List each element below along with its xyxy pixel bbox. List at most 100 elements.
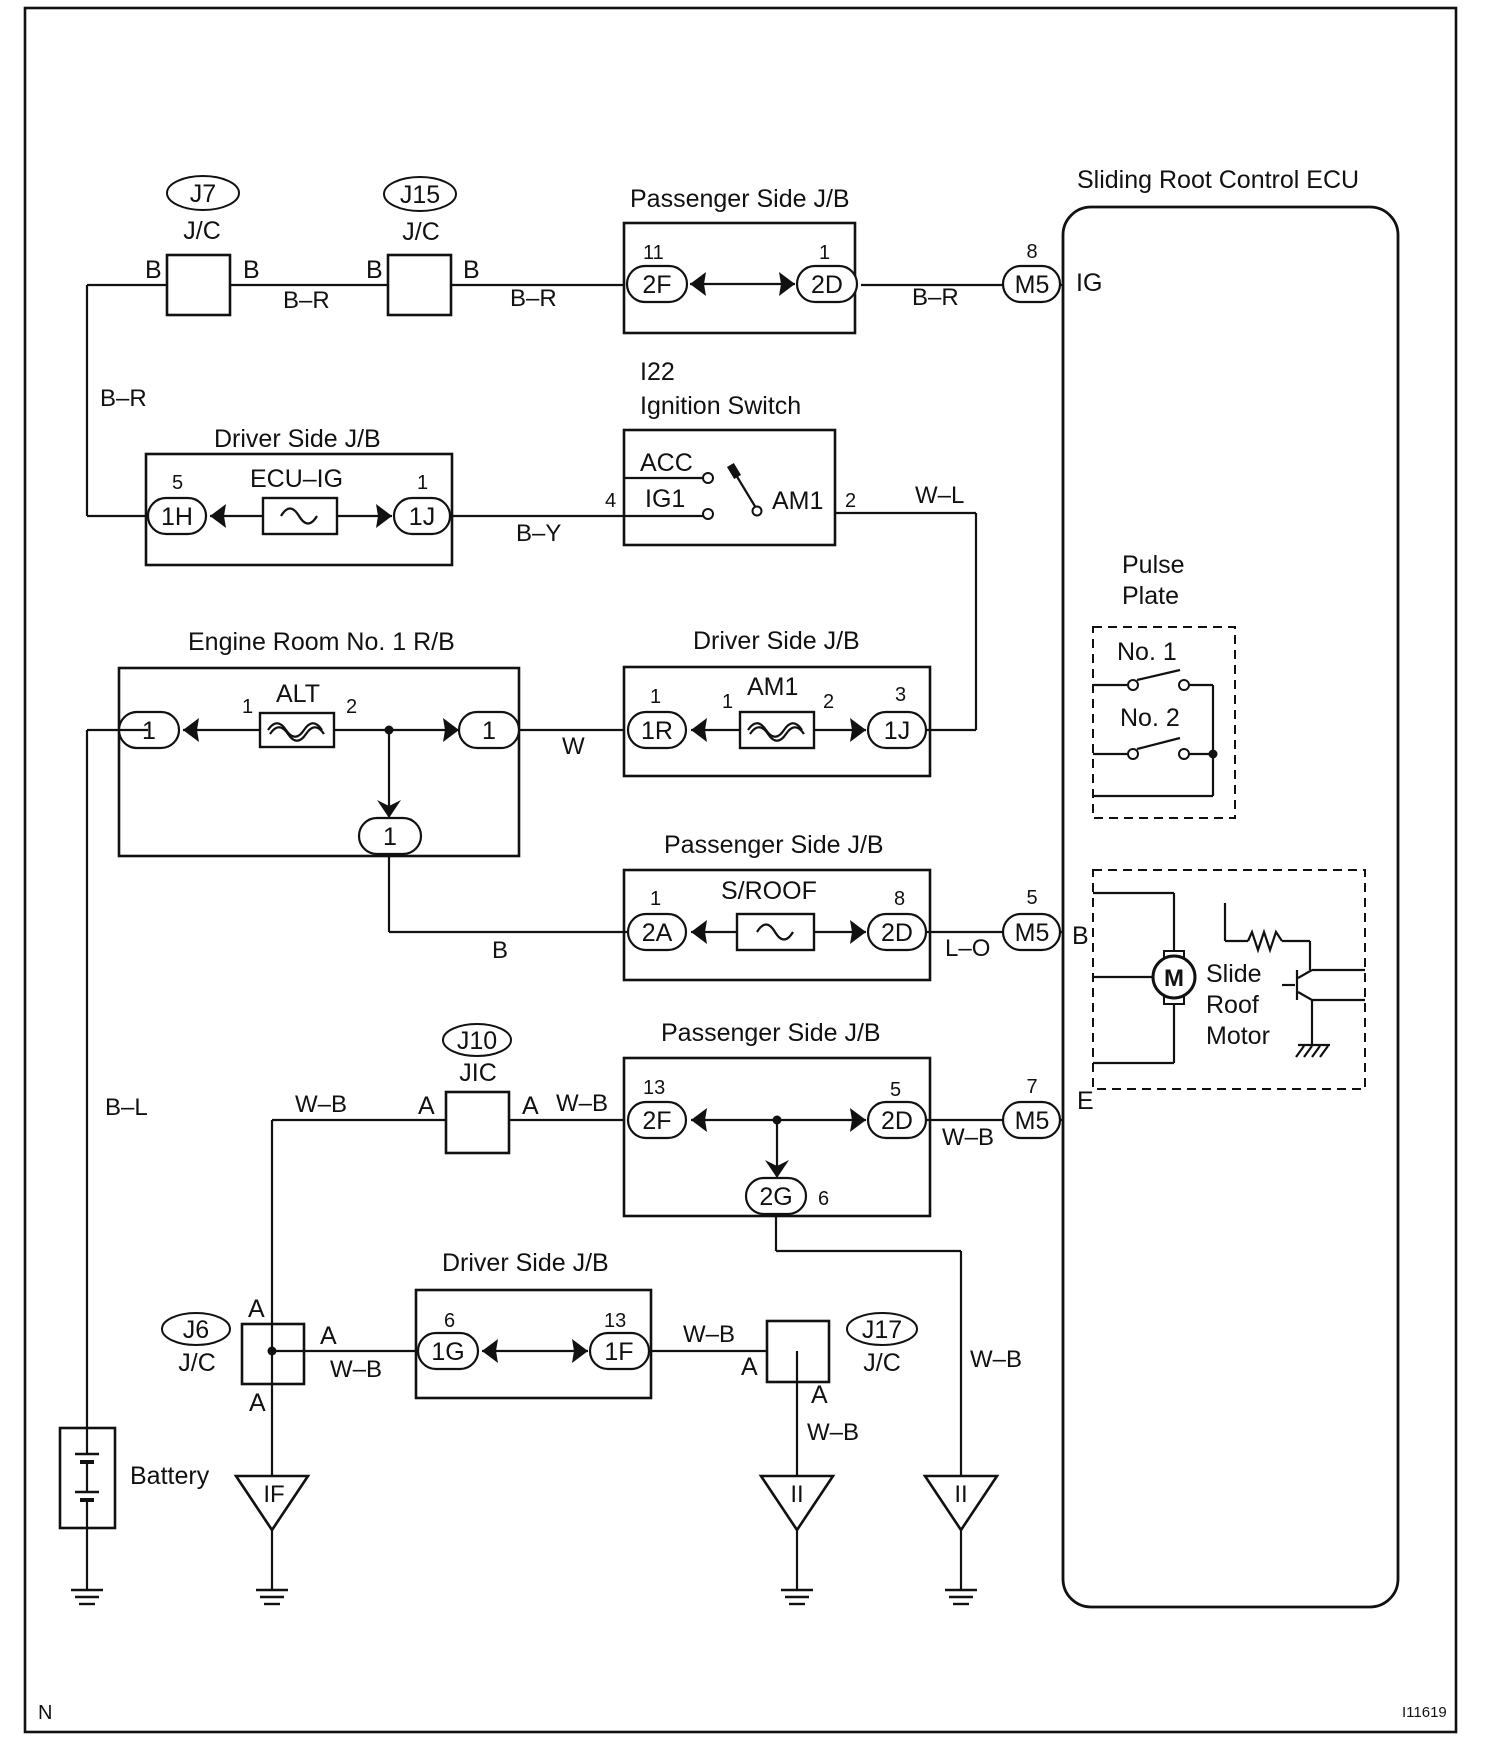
psjb2-pin-8: 8	[894, 888, 905, 910]
battery-symbol	[75, 1428, 99, 1528]
ground-if-triangle	[233, 1474, 311, 1533]
wire-wb-4: W–B	[970, 1346, 1022, 1373]
m5-e-label: M5	[1015, 1107, 1050, 1135]
dsjb3-pin-6: 6	[444, 1310, 455, 1332]
j10-term-a-right: A	[522, 1092, 539, 1120]
errb-title: Engine Room No. 1 R/B	[188, 628, 455, 656]
j10-term-a-left: A	[418, 1092, 435, 1120]
j15-term-b-left: B	[366, 256, 383, 284]
wire-wl: W–L	[915, 482, 964, 509]
psjb3-2g-label: 2G	[759, 1183, 792, 1211]
j15-junction	[386, 253, 453, 317]
ground-symbols	[71, 1530, 977, 1606]
pulse-no2-label: No. 2	[1120, 704, 1180, 732]
j6-term-a-bottom: A	[249, 1389, 266, 1417]
psjb1-arrow-left	[690, 272, 706, 296]
j7-term-b-left: B	[145, 256, 162, 284]
psjb2-2d-label: 2D	[881, 919, 913, 947]
motor-label-line1: Slide	[1206, 960, 1262, 988]
j6-term-a-right: A	[320, 1322, 337, 1350]
wire-br-1: B–R	[283, 287, 330, 314]
dsjb1-1j-label: 1J	[409, 503, 435, 531]
motor-symbol	[1151, 954, 1197, 1000]
errb-pin-2: 2	[346, 696, 357, 718]
ign-acc-label: ACC	[640, 449, 693, 477]
errb-box	[117, 666, 521, 858]
battery-label: Battery	[130, 1462, 210, 1490]
m5-connector-e	[1001, 1100, 1062, 1140]
ignition-switch-box	[622, 428, 837, 547]
wire-wb-2: W–B	[556, 1090, 608, 1117]
motor-circuit	[1093, 891, 1365, 1065]
ign-pin-2: 2	[845, 490, 856, 512]
fuse-am1	[738, 710, 816, 750]
dsjb1-arrow-left	[210, 504, 226, 528]
corner-code-right: I11619	[1402, 1704, 1447, 1721]
psjb3-pin-5: 5	[890, 1079, 901, 1101]
errb-arrow-right	[443, 718, 459, 742]
dsjb3-arrow-right	[572, 1339, 588, 1363]
psjb3-pin-6: 6	[818, 1188, 829, 1210]
wire-bl: B–L	[105, 1094, 148, 1121]
dsjb3-pin-13: 13	[604, 1310, 626, 1332]
psjb1-connector-2f	[625, 264, 689, 304]
j10-label: J10	[457, 1027, 497, 1055]
ground-ii-triangle-2	[922, 1474, 1000, 1533]
dsjb3-connector-1g	[416, 1331, 480, 1371]
wire-b: B	[492, 937, 508, 964]
wire-w: W	[562, 733, 585, 760]
psjb3-pin-13: 13	[643, 1077, 665, 1099]
ecu-terminal-ig: IG	[1076, 269, 1102, 297]
j10-callout	[442, 1023, 512, 1057]
dsjb2-arrow-right	[850, 718, 866, 742]
wires-row1	[85, 283, 1063, 518]
dsjb2-pin-2: 2	[823, 691, 834, 713]
wire-wb-5: W–B	[330, 1356, 382, 1383]
ignition-switch-number: I22	[640, 358, 675, 386]
motor-label-line3: Motor	[1206, 1022, 1270, 1050]
psjb3-2f-label: 2F	[642, 1107, 671, 1135]
psjb1-arrow-right	[779, 272, 795, 296]
j15-jc-label: J/C	[402, 218, 440, 246]
ground-ii-label-1: II	[790, 1481, 803, 1508]
j6-term-a-top: A	[248, 1295, 265, 1323]
ignition-contacts	[624, 462, 763, 520]
j10-jc-label: JIC	[459, 1059, 497, 1087]
motor-box	[1092, 869, 1366, 1090]
j17-term-a-bottom: A	[811, 1381, 828, 1409]
j15-label: J15	[400, 181, 440, 209]
dsjb2-arrow-left	[691, 718, 707, 742]
dsjb-title-1: Driver Side J/B	[214, 425, 381, 453]
ground-if-label: IF	[263, 1481, 284, 1508]
m5-pin-8: 8	[1026, 241, 1037, 263]
j17-callout	[846, 1312, 918, 1346]
psjb1-pin-11: 11	[643, 242, 664, 264]
fuse-alt-label: ALT	[276, 680, 320, 708]
pulse-no1-label: No. 1	[1117, 638, 1177, 666]
dsjb1-pin-5: 5	[172, 472, 183, 494]
j7-label: J7	[190, 180, 216, 208]
dsjb3-1f-label: 1F	[604, 1338, 633, 1366]
psjb1-connector-2d	[795, 264, 859, 304]
ign-pin-4: 4	[605, 490, 616, 512]
dsjb1-connector-1h	[146, 496, 208, 536]
psjb2-pin-1: 1	[650, 888, 661, 910]
corner-code-left: N	[38, 1702, 52, 1724]
j10-junction	[444, 1090, 511, 1155]
errb-conn-left-label: 1	[142, 717, 156, 745]
wire-br-4: B–R	[100, 385, 147, 412]
j15-callout	[383, 176, 457, 212]
ecu-terminal-b: B	[1072, 922, 1089, 950]
m5-connector-b	[1001, 912, 1062, 952]
dsjb2-pin-1a: 1	[650, 686, 661, 708]
pulse-plate-box	[1092, 626, 1236, 819]
j7-jc-label: J/C	[183, 217, 221, 245]
j7-callout	[166, 175, 240, 211]
errb-arrow-left	[183, 718, 199, 742]
m5-ig-label: M5	[1015, 271, 1050, 299]
ground-ii-label-2: II	[954, 1481, 967, 1508]
fuse-ecu-ig-label: ECU–IG	[250, 465, 343, 493]
dsjb-title-3: Driver Side J/B	[442, 1249, 609, 1277]
ground-ii-triangle-1	[758, 1474, 836, 1533]
page-frame	[23, 6, 1458, 1734]
